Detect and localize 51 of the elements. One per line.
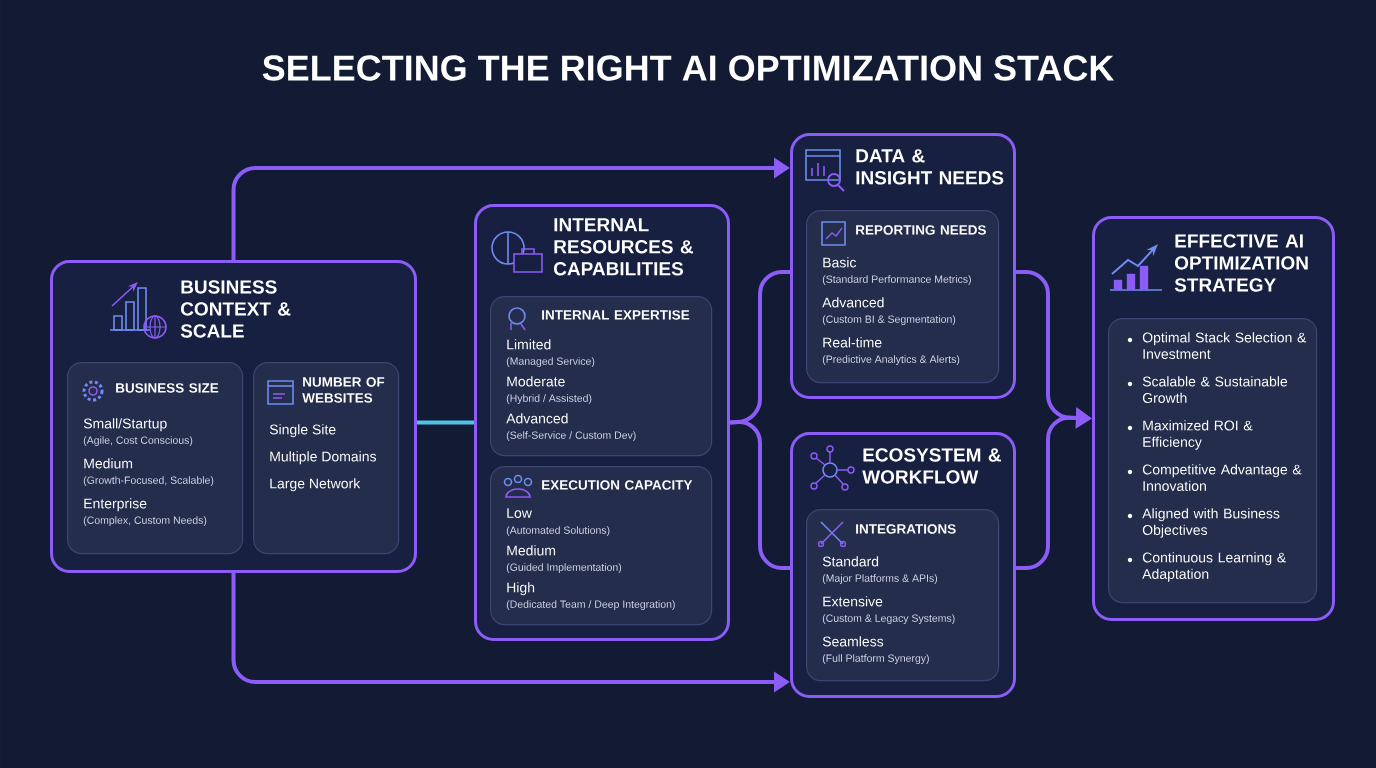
list-item: Maximized ROI & Efficiency bbox=[1143, 420, 1253, 450]
item-note: (Automated Solutions) bbox=[506, 526, 610, 536]
item-note: (Growth-Focused, Scalable) bbox=[83, 476, 214, 486]
card-heading: BUSINESS SIZE bbox=[116, 383, 219, 393]
item-name: Limited bbox=[507, 339, 551, 350]
item-name: Low bbox=[507, 508, 532, 518]
item-name: Small/Startup bbox=[83, 418, 167, 432]
item-name: Medium bbox=[84, 458, 133, 469]
panel-heading: BUSINESS CONTEXT & SCALE bbox=[180, 280, 291, 338]
list-item: Aligned with Business Objectives bbox=[1142, 508, 1280, 538]
panel-heading: DATA & INSIGHT NEEDS bbox=[856, 149, 1004, 185]
title: SELECTING THE RIGHT AI OPTIMIZATION STACK bbox=[262, 55, 1115, 81]
list-item: Large Network bbox=[270, 478, 361, 492]
item-note: (Complex, Custom Needs) bbox=[83, 516, 207, 526]
item-note: (Self-Service / Custom Dev) bbox=[506, 431, 636, 441]
item-name: Moderate bbox=[507, 376, 565, 387]
item-name: Enterprise bbox=[84, 498, 147, 512]
list-item: Scalable & Sustainable Growth bbox=[1142, 376, 1288, 403]
item-note: (Standard Performance Metrics) bbox=[822, 275, 971, 285]
card-heading: INTERNAL EXPERTISE bbox=[542, 310, 690, 320]
item-name: Medium bbox=[507, 545, 556, 556]
item-note: (Custom & Legacy Systems) bbox=[822, 614, 955, 624]
item-name: Real-time bbox=[823, 337, 882, 348]
item-note: (Predictive Analytics & Alerts) bbox=[822, 355, 960, 365]
item-note: (Full Platform Synergy) bbox=[822, 654, 929, 664]
item-note: (Custom BI & Segmentation) bbox=[822, 315, 956, 325]
item-name: Advanced bbox=[822, 297, 884, 308]
card-heading: INTEGRATIONS bbox=[856, 524, 956, 534]
card-heading: REPORTING NEEDS bbox=[856, 225, 986, 235]
list-item: Continuous Learning & Adaptation bbox=[1142, 552, 1286, 582]
item-name: High bbox=[507, 582, 535, 596]
list-item: Single Site bbox=[269, 424, 336, 438]
item-note: (Hybrid / Assisted) bbox=[506, 394, 592, 404]
panel-heading: ECOSYSTEM & WORKFLOW bbox=[862, 448, 1001, 484]
item-note: (Managed Service) bbox=[506, 357, 595, 367]
card-heading: NUMBER OF WEBSITES bbox=[302, 377, 385, 403]
item-note: (Dedicated Team / Deep Integration) bbox=[506, 600, 675, 610]
item-note: (Agile, Cost Conscious) bbox=[83, 436, 193, 446]
item-name: Standard bbox=[822, 556, 879, 567]
item-name: Seamless bbox=[822, 636, 884, 647]
card-heading: EXECUTION CAPACITY bbox=[542, 480, 693, 490]
item-note: (Guided Implementation) bbox=[506, 563, 622, 573]
item-name: Basic bbox=[823, 257, 857, 268]
item-note: (Major Platforms & APIs) bbox=[822, 574, 938, 584]
panel-heading: EFFECTIVE AI OPTIMIZATION STRATEGY bbox=[1174, 234, 1308, 292]
list-item: Optimal Stack Selection & Investment bbox=[1142, 332, 1307, 359]
list-item: Multiple Domains bbox=[270, 451, 377, 465]
item-name: Advanced bbox=[506, 413, 568, 424]
panel-heading: INTERNAL RESOURCES & CAPABILITIES bbox=[554, 218, 693, 276]
list-item: Competitive Advantage & Innovation bbox=[1142, 464, 1302, 491]
item-name: Extensive bbox=[823, 596, 883, 607]
